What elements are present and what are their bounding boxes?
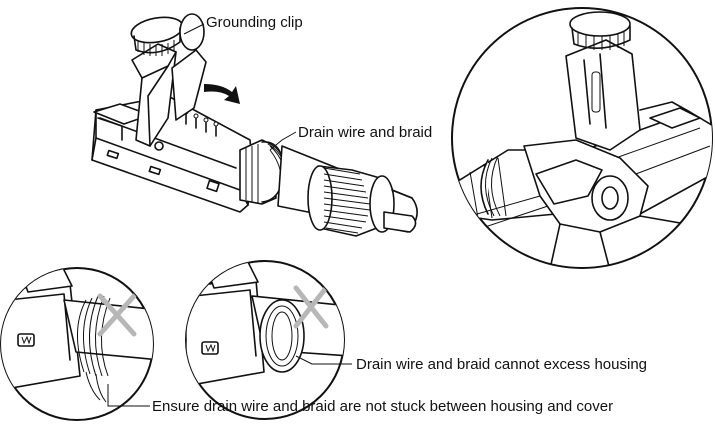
detail-circle-wrong-2 xyxy=(185,260,345,420)
detail-circle-wrong-1 xyxy=(0,267,154,421)
grounding-clip-label: Grounding clip xyxy=(206,14,303,31)
x-mark-icon xyxy=(97,293,137,337)
cannot-exceed-label: Drain wire and braid cannot excess housi… xyxy=(356,356,647,373)
ensure-label: Ensure drain wire and braid are not stuc… xyxy=(152,398,614,415)
crimp-detail-circle xyxy=(451,7,713,269)
rotate-arrow-icon xyxy=(204,84,240,104)
drain-wire-label: Drain wire and braid xyxy=(298,124,433,141)
main-assembly-illustration xyxy=(91,13,418,237)
x-mark-icon xyxy=(293,285,329,329)
